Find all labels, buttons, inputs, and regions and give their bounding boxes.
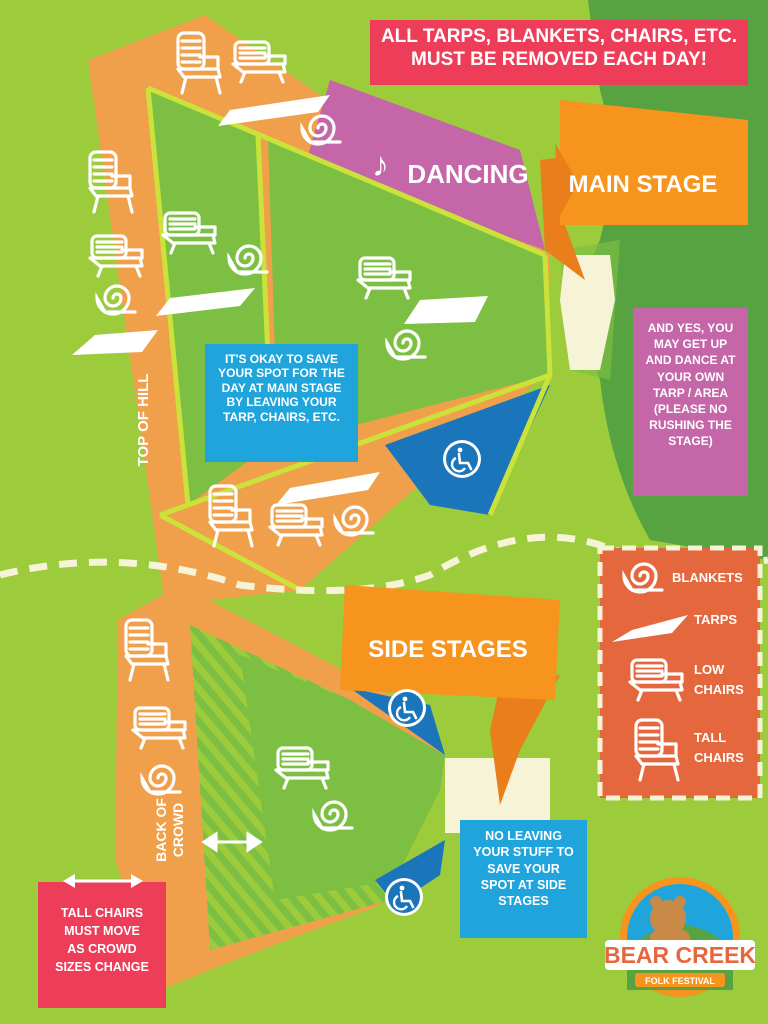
tarp-icon xyxy=(72,95,488,505)
svg-text:BACK OF: BACK OF xyxy=(153,798,169,862)
logo-subtitle: FOLK FESTIVAL xyxy=(645,976,715,986)
music-note-icon: ♪ xyxy=(372,146,389,184)
tall-chairs-note: TALL CHAIRS MUST MOVE AS CROWD SIZES CHA… xyxy=(38,874,166,1008)
bear-icon xyxy=(650,900,686,936)
removal-notice: ALL TARPS, BLANKETS, CHAIRS, ETC. MUST B… xyxy=(370,20,748,85)
legend-label-blankets: BLANKETS xyxy=(672,570,743,585)
move-arrow-icon xyxy=(201,831,263,853)
main-stage-banner: MAIN STAGE xyxy=(540,100,748,280)
bear-creek-logo: BEAR CREEK FOLK FESTIVAL xyxy=(604,877,756,997)
side-lawn xyxy=(240,655,445,900)
back-of-crowd-label: BACK OF CROWD xyxy=(153,798,186,862)
legend-label-tall-chairs: TALL CHAIRS xyxy=(694,730,744,765)
svg-text:CROWD: CROWD xyxy=(170,803,186,857)
legend-panel xyxy=(597,545,763,801)
legend-label-low-chairs: LOW CHAIRS xyxy=(694,662,744,697)
main-stage-label: MAIN STAGE xyxy=(569,171,718,198)
dance-area: ♪ DANCING xyxy=(372,146,529,189)
side-stages-banner: SIDE STAGES xyxy=(340,585,560,805)
main-stage-save-note: IT'S OKAY TO SAVE YOUR SPOT FOR THE DAY … xyxy=(205,344,358,462)
dance-zone xyxy=(305,80,545,250)
legend-label-tarps: TARPS xyxy=(694,612,738,627)
side-stage-note: NO LEAVING YOUR STUFF TO SAVE YOUR SPOT … xyxy=(460,820,587,938)
dancing-label: DANCING xyxy=(407,159,528,189)
main-stage-building xyxy=(560,255,615,370)
legend-tarp-icon xyxy=(612,615,688,642)
logo-name: BEAR CREEK xyxy=(604,942,756,968)
side-stages-label: SIDE STAGES xyxy=(368,636,528,663)
dance-note: AND YES, YOU MAY GET UP AND DANCE AT YOU… xyxy=(633,308,748,496)
move-arrow-icon xyxy=(63,874,143,888)
top-of-hill-label: TOP OF HILL xyxy=(135,374,152,467)
